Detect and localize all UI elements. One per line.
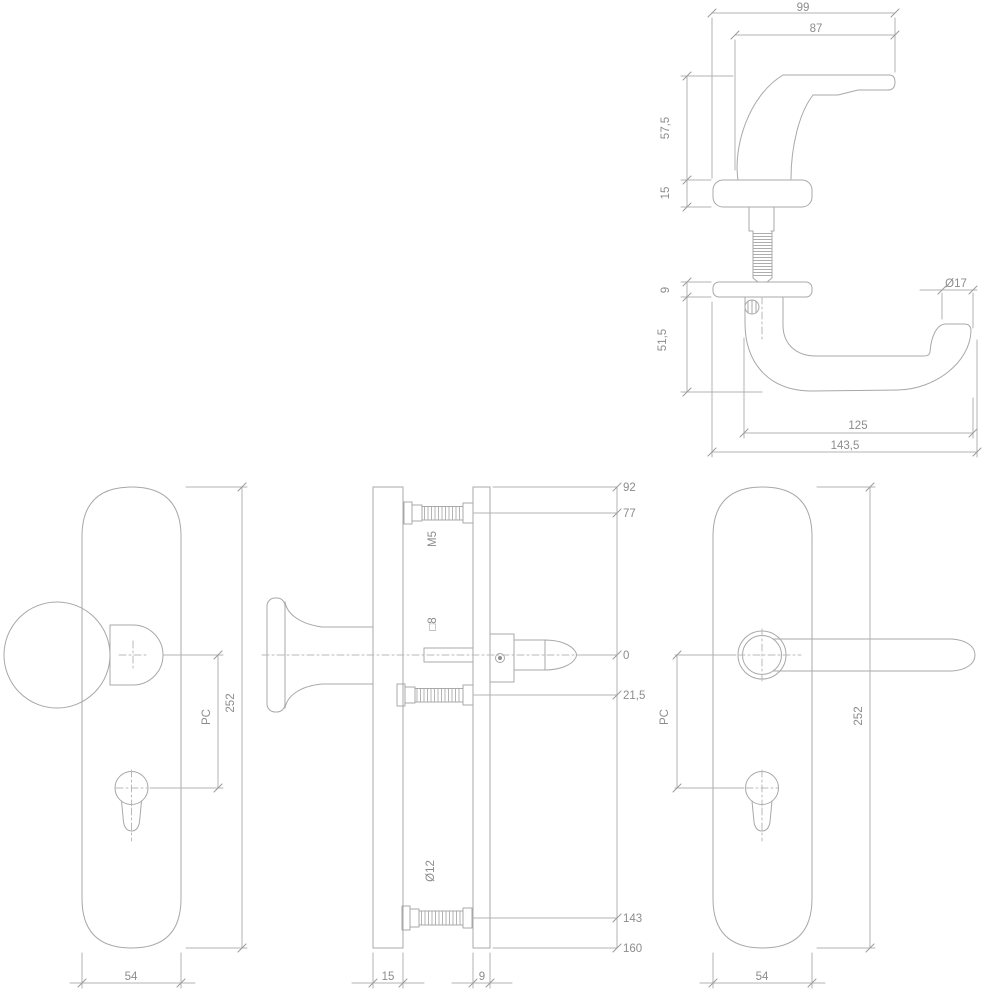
profile-view: 15 9 M5 □8 Ø12 92 77 0 21,5 143 160 xyxy=(261,482,645,989)
bolt-head xyxy=(403,501,413,525)
dim-label-plate-width: 54 xyxy=(125,971,138,983)
backplate-outline xyxy=(81,486,182,949)
dim-label-neck-height: 57,5 xyxy=(660,117,672,139)
dimension-ticks xyxy=(682,277,982,457)
lever-plate-front-view: PC 252 54 xyxy=(659,482,976,989)
spindle-stub xyxy=(748,206,775,232)
lever-grip-front xyxy=(773,638,976,672)
knob-neck-bullet xyxy=(109,624,164,686)
bolt-nut xyxy=(462,907,473,929)
axis-label-143: 143 xyxy=(623,913,642,925)
axis-label-160: 160 xyxy=(623,943,642,955)
bolt-shank xyxy=(418,910,464,926)
centerlines xyxy=(737,628,802,842)
dim-label-total-length: 143,5 xyxy=(831,440,860,452)
bolt-thread-hatch xyxy=(421,911,461,925)
lever-grip-end xyxy=(513,639,577,671)
dim-label-handle-drop: 51,5 xyxy=(657,329,669,351)
backplate-outline xyxy=(712,486,813,949)
knob-circle xyxy=(3,601,111,709)
grub-screw-center xyxy=(498,656,502,660)
spindle-sides xyxy=(752,230,773,283)
dim-label-knob-plate-thickness: 15 xyxy=(382,971,395,983)
dim-label-grip-length: 125 xyxy=(848,420,867,432)
dim-label-grip-width: 87 xyxy=(810,23,823,35)
dimension-lines xyxy=(680,281,978,458)
handle-grip-outline xyxy=(782,74,896,96)
axis-label-77: 77 xyxy=(623,508,636,520)
dim-label-top-screw: M5 xyxy=(427,531,439,547)
dim-label-plate-height: 252 xyxy=(225,693,237,712)
lever-plate-dimensions: PC 252 54 xyxy=(659,482,876,989)
spindle-assembly xyxy=(752,230,773,283)
lever-stub-profile xyxy=(489,633,577,683)
dimension-ticks xyxy=(368,482,622,988)
dim-label-pc: PC xyxy=(659,709,671,725)
rosette-side-view xyxy=(712,179,813,208)
knob-plate-dimensions: PC 252 54 xyxy=(69,482,248,989)
dimension-lines xyxy=(680,12,896,208)
bolt-head xyxy=(396,683,406,707)
axis-label-0: 0 xyxy=(623,650,629,662)
lever-hub-flange xyxy=(489,633,515,683)
handle-front-outline xyxy=(744,296,972,392)
knob-plate-front-view: PC 252 54 xyxy=(3,482,248,989)
dim-label-rose-height: 15 xyxy=(660,187,672,200)
front-view-dimensions: 9 51,5 Ø17 125 143,5 xyxy=(657,277,982,458)
dim-label-plate-width: 54 xyxy=(756,971,769,983)
bolt-thread-hatch xyxy=(416,689,460,702)
dim-label-spindle: □8 xyxy=(427,617,439,630)
top-fixing-bolt xyxy=(403,501,474,525)
dim-label-grip-diameter: Ø17 xyxy=(945,278,967,290)
dim-label-rose-thickness: 9 xyxy=(660,287,672,293)
cylinder-keyway xyxy=(751,800,773,832)
dim-label-bottom-screw: Ø12 xyxy=(425,860,437,882)
dimension-lines xyxy=(674,486,876,989)
side-view-dimensions: 99 87 57,5 15 xyxy=(660,2,900,212)
bolt-collar xyxy=(411,504,423,522)
bolt-collar xyxy=(409,908,420,928)
bolt-nut xyxy=(462,502,474,524)
grub-screw-knurl xyxy=(747,299,757,315)
dim-label-plate-height: 252 xyxy=(853,706,865,725)
bolt-thread-hatch xyxy=(424,507,460,520)
rosette-front-slab xyxy=(712,281,813,298)
dimension-ticks xyxy=(77,482,247,988)
middle-fixing-bolt xyxy=(396,683,474,707)
dimension-ticks xyxy=(672,482,875,988)
dimension-lines xyxy=(351,486,618,989)
bolt-shank xyxy=(414,688,464,703)
bottom-fixing-bolt xyxy=(401,905,473,931)
axis-label-21-5: 21,5 xyxy=(623,690,645,702)
dim-label-total-width: 99 xyxy=(797,2,810,14)
axis-label-92: 92 xyxy=(623,482,636,494)
handle-outer-neck-curve xyxy=(736,74,784,181)
knob-plate-profile xyxy=(372,486,404,949)
lever-plate-profile xyxy=(472,486,491,949)
centerlines xyxy=(115,640,148,842)
knob-flare-and-neck xyxy=(284,601,374,709)
profile-dimensions: 15 9 M5 □8 Ø12 92 77 0 21,5 143 160 xyxy=(351,482,645,989)
dimension-ticks xyxy=(682,8,900,212)
dimension-lines xyxy=(69,486,248,989)
square-spindle-profile xyxy=(423,647,474,663)
bolt-collar xyxy=(404,686,416,704)
grub-screw xyxy=(495,653,505,663)
handle-side-view: 99 87 57,5 15 xyxy=(660,2,900,232)
spindle-thread-hatch xyxy=(753,233,772,276)
cylinder-keyway xyxy=(121,800,142,832)
dim-label-pc: PC xyxy=(201,709,213,725)
dim-label-lever-plate-thickness: 9 xyxy=(479,971,485,983)
handle-front-view: 9 51,5 Ø17 125 143,5 xyxy=(657,277,982,458)
handle-inner-neck-curve xyxy=(790,94,814,180)
bolt-nut xyxy=(462,684,474,706)
